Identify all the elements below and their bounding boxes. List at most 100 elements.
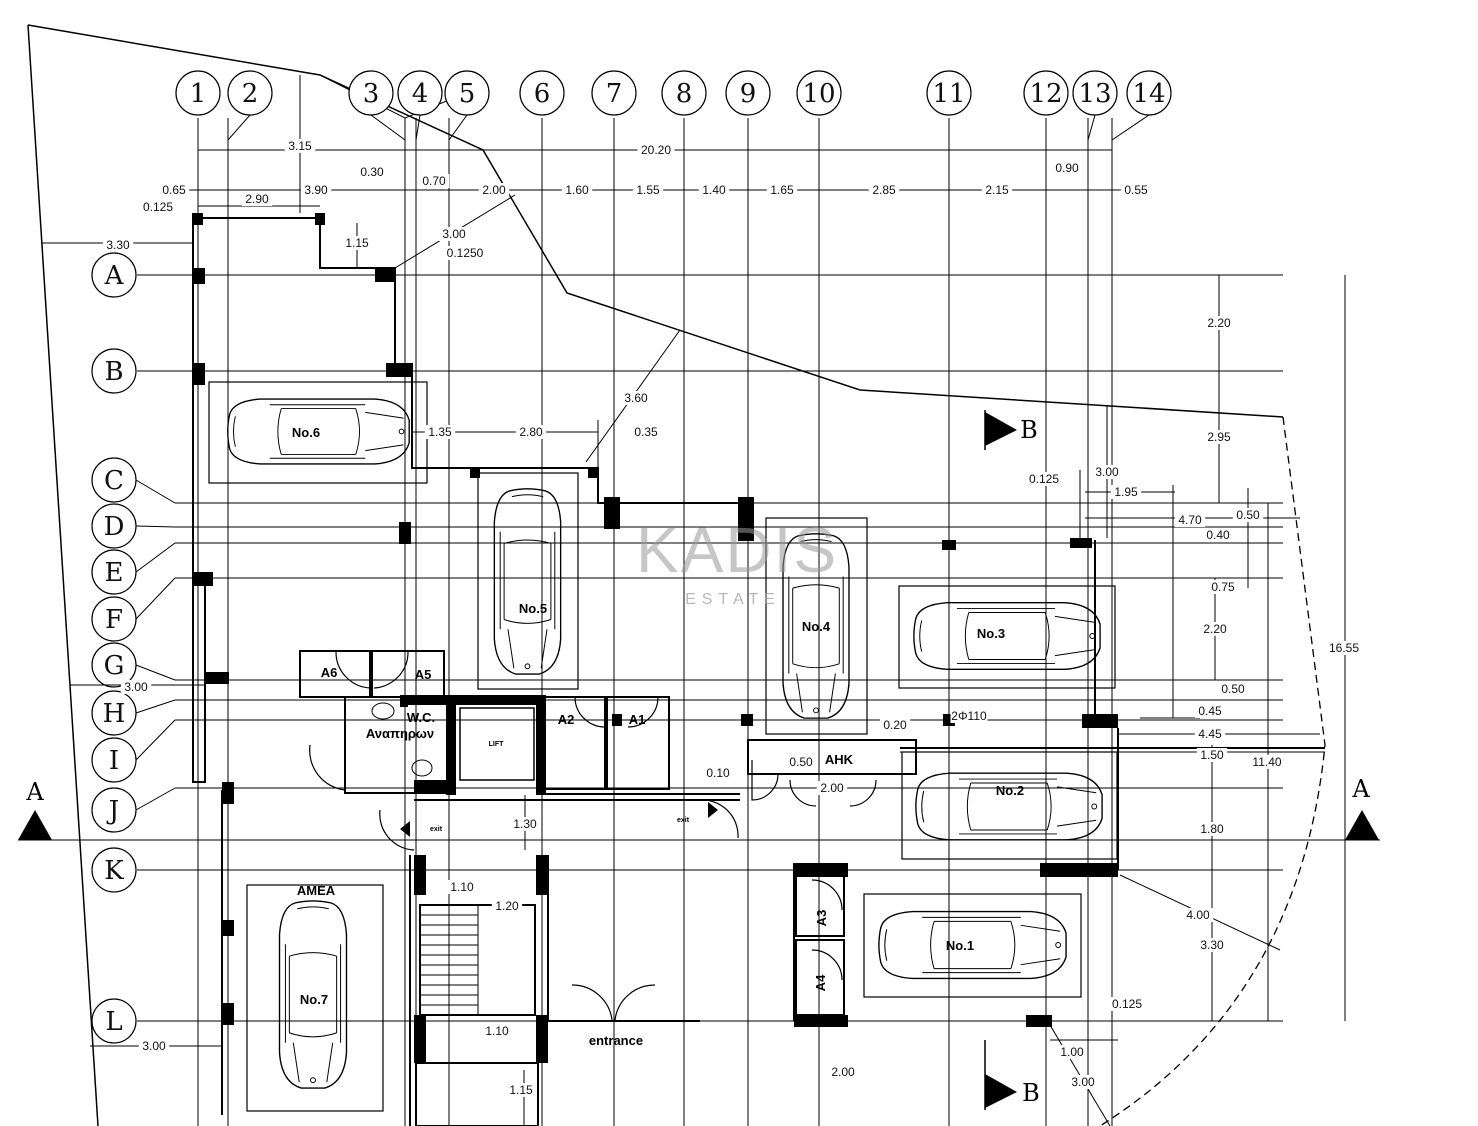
room-a4: A4 xyxy=(813,974,828,991)
toilet-icon xyxy=(411,759,433,777)
dimension-label: 1.95 xyxy=(1114,485,1138,499)
dimension-label: 4.00 xyxy=(1186,908,1210,922)
grid-label: 13 xyxy=(1078,79,1111,109)
room-ahk: AHK xyxy=(825,752,854,767)
dimension-label: 3.00 xyxy=(1071,1075,1095,1089)
grid-circle xyxy=(444,70,490,116)
room-wc-subtitle: Αναπηρων xyxy=(366,726,434,741)
dimension-label: 0.125 xyxy=(1112,997,1142,1011)
dimension-label: 3.00 xyxy=(124,680,148,694)
grid-lines xyxy=(135,114,1283,1126)
dimension-label: 1.10 xyxy=(485,1024,509,1038)
dimension-label: 3.60 xyxy=(624,391,648,405)
grid-label: 1 xyxy=(190,79,207,109)
grid-label: 3 xyxy=(363,79,380,109)
exit-arrow-left-icon xyxy=(400,821,410,837)
dimension-label-bg xyxy=(1091,465,1123,479)
dimension-label: 0.65 xyxy=(162,183,186,197)
grid-circle xyxy=(91,596,137,642)
dimension-label: 1.80 xyxy=(1200,822,1224,836)
grid-bubble-row-J: J xyxy=(91,787,137,833)
dimension-label: 16.55 xyxy=(1329,641,1359,655)
parking-no2: No.2 xyxy=(996,783,1024,798)
grid-bubble-col-3: 3 xyxy=(348,70,394,116)
grid-bubble-row-I: I xyxy=(91,737,137,783)
exit-arrow-right-icon xyxy=(708,802,718,818)
dimension-label-bg xyxy=(1108,997,1146,1011)
grid-bubble-col-9: 9 xyxy=(725,70,771,116)
grid-bubble-row-B: B xyxy=(91,348,137,394)
dimension-label: 3.00 xyxy=(142,1039,166,1053)
grid-label: J xyxy=(106,796,119,826)
dimension-label: 11.40 xyxy=(1252,755,1281,769)
grid-label: C xyxy=(104,466,124,496)
entrance-label: entrance xyxy=(589,1033,643,1048)
dimension-label: 2.00 xyxy=(820,781,844,795)
grid-circle xyxy=(1126,70,1172,116)
dimension-label: 4.45 xyxy=(1198,727,1222,741)
dimension-label-bg xyxy=(481,1024,513,1038)
grid-label: F xyxy=(105,605,123,635)
dimension-label-bg xyxy=(702,766,734,780)
grid-label: 7 xyxy=(606,79,623,109)
grid-label: K xyxy=(104,856,124,886)
property-boundary-left xyxy=(27,24,99,1126)
dimension-label: 2Φ110 xyxy=(951,709,987,723)
dimension-label: 3.90 xyxy=(304,183,328,197)
exit-label-left: exit xyxy=(430,826,443,833)
grid-bubble-row-E: E xyxy=(91,549,137,595)
room-a1: A1 xyxy=(629,712,646,727)
grid-leader xyxy=(135,719,176,761)
dimension-label-bg xyxy=(418,174,450,188)
dimension-label-bg xyxy=(868,183,900,197)
grid-circle xyxy=(91,847,137,893)
parking-no6: No.6 xyxy=(292,425,320,440)
grid-circle xyxy=(91,457,137,503)
section-marker-b-top: B xyxy=(984,410,1038,450)
grid-bubble-col-1: 1 xyxy=(175,70,221,116)
dimension-label-bg xyxy=(120,680,152,694)
dimension-label-bg xyxy=(1182,908,1214,922)
grid-label: 4 xyxy=(412,79,429,109)
grid-circle xyxy=(519,70,565,116)
grid-circle xyxy=(348,70,394,116)
grid-label: 6 xyxy=(534,79,551,109)
grid-circle xyxy=(661,70,707,116)
dimension-label-bg xyxy=(478,183,510,197)
grid-leader xyxy=(448,114,468,141)
dimension-label-bg xyxy=(785,755,817,769)
accessible-parking-label: AMEA xyxy=(297,883,336,898)
grid-circle xyxy=(91,737,137,783)
grid-leader xyxy=(135,787,176,811)
grid-bubble-row-F: F xyxy=(91,596,137,642)
room-a2: A2 xyxy=(558,712,575,727)
dimension-label: 3.15 xyxy=(288,139,312,153)
dimension-label: 0.55 xyxy=(1124,183,1148,197)
grid-circle xyxy=(91,690,137,736)
grid-label: E xyxy=(105,558,124,588)
dimension-label-bg xyxy=(1056,1045,1088,1059)
dimension-label-bg xyxy=(241,192,273,206)
grid-label: 14 xyxy=(1132,79,1165,109)
dimension-label-bg xyxy=(950,709,988,723)
room-a5: A5 xyxy=(415,667,432,682)
dimension-label: 2.00 xyxy=(831,1065,855,1079)
dimension-label: 0.70 xyxy=(422,174,446,188)
dimension-label-bg xyxy=(1232,508,1264,522)
dimension-label: 1.15 xyxy=(509,1083,533,1097)
dimension-label: 1.55 xyxy=(636,183,660,197)
section-label: B xyxy=(1020,416,1038,444)
dimension-label: 0.75 xyxy=(1211,580,1235,594)
dimension-label-bg xyxy=(491,899,523,913)
dimension-label-bg xyxy=(1196,938,1228,952)
grid-label: H xyxy=(103,699,126,729)
grid-circle xyxy=(91,348,137,394)
dimension-label-bg xyxy=(1203,430,1235,444)
parking-no7: No.7 xyxy=(300,992,328,1007)
section-marker-a-left: A xyxy=(18,778,1380,841)
grid-circle xyxy=(91,787,137,833)
dimension-label: 3.30 xyxy=(1200,938,1224,952)
grid-bubble-col-6: 6 xyxy=(519,70,565,116)
dimension-label: 2.90 xyxy=(245,192,269,206)
